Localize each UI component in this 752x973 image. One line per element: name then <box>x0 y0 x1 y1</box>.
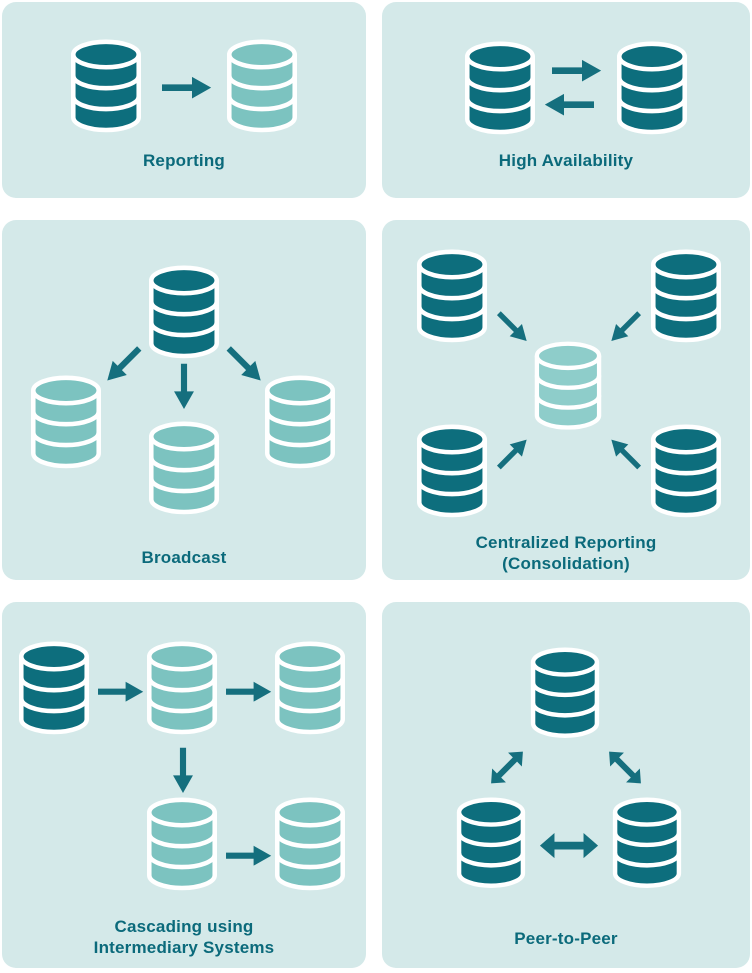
panel-reporting: Reporting <box>2 2 366 198</box>
arrow-down-icon <box>161 364 207 410</box>
panel-peer-to-peer: Peer-to-Peer <box>382 602 750 968</box>
database-icon-dark-source <box>149 265 219 359</box>
panel-label-centralized-reporting: Centralized Reporting (Consolidation) <box>475 533 657 573</box>
panel-high-availability: High Availability <box>382 2 750 198</box>
database-icon-dark-top-left <box>417 249 487 343</box>
database-icon-light-intermediary <box>147 641 217 735</box>
database-icon-dark-top-right <box>651 249 721 343</box>
arrow-right-icon <box>98 679 144 705</box>
arrow-left-icon <box>544 93 594 117</box>
database-icon-light-replica <box>227 39 297 133</box>
arrow-inward-icon <box>604 306 646 348</box>
database-icon-light-replica-left <box>31 375 101 469</box>
database-icon-dark-primary <box>465 41 535 135</box>
panel-cascading: Cascading using Intermediary Systems <box>2 602 366 968</box>
arrow-inward-icon <box>492 432 534 474</box>
double-arrow-icon <box>538 832 600 860</box>
arrow-down-left-icon <box>100 342 146 388</box>
arrow-down-icon <box>160 748 206 794</box>
database-icon-light-replica-top-right <box>275 641 345 735</box>
database-icon-light-replica-center <box>149 421 219 515</box>
database-icon-dark-source <box>19 641 89 735</box>
database-icon-dark-peer-top <box>530 647 600 738</box>
database-icon-light-replica-bottom-right <box>275 797 345 891</box>
panel-label-high-availability: High Availability <box>498 151 634 170</box>
database-icon-light-intermediary-lower <box>147 797 217 891</box>
panel-centralized-reporting: Centralized Reporting (Consolidation) <box>382 220 750 580</box>
database-icon-light-replica-right <box>265 375 335 469</box>
panel-label-reporting: Reporting <box>142 151 226 170</box>
database-icon-dark-bottom-left <box>417 424 487 518</box>
database-icon-dark-source <box>71 39 141 133</box>
database-icon-light-central <box>534 341 602 430</box>
panel-label-peer-to-peer: Peer-to-Peer <box>514 929 618 948</box>
database-icon-dark-peer-bottom-right <box>612 797 682 888</box>
arrow-right-icon <box>226 679 272 705</box>
arrow-right-icon <box>226 843 272 869</box>
panel-label-cascading: Cascading using Intermediary Systems <box>93 917 275 957</box>
arrow-inward-icon <box>492 306 534 348</box>
database-icon-dark-standby <box>617 41 687 135</box>
database-icon-dark-bottom-right <box>651 424 721 518</box>
arrow-right-icon <box>552 59 602 83</box>
arrow-inward-icon <box>604 432 646 474</box>
arrow-right-icon <box>162 75 212 101</box>
database-icon-dark-peer-bottom-left <box>456 797 526 888</box>
panel-broadcast: Broadcast <box>2 220 366 580</box>
panel-label-broadcast: Broadcast <box>141 548 227 567</box>
double-arrow-icon <box>482 742 532 792</box>
double-arrow-icon <box>600 742 650 792</box>
